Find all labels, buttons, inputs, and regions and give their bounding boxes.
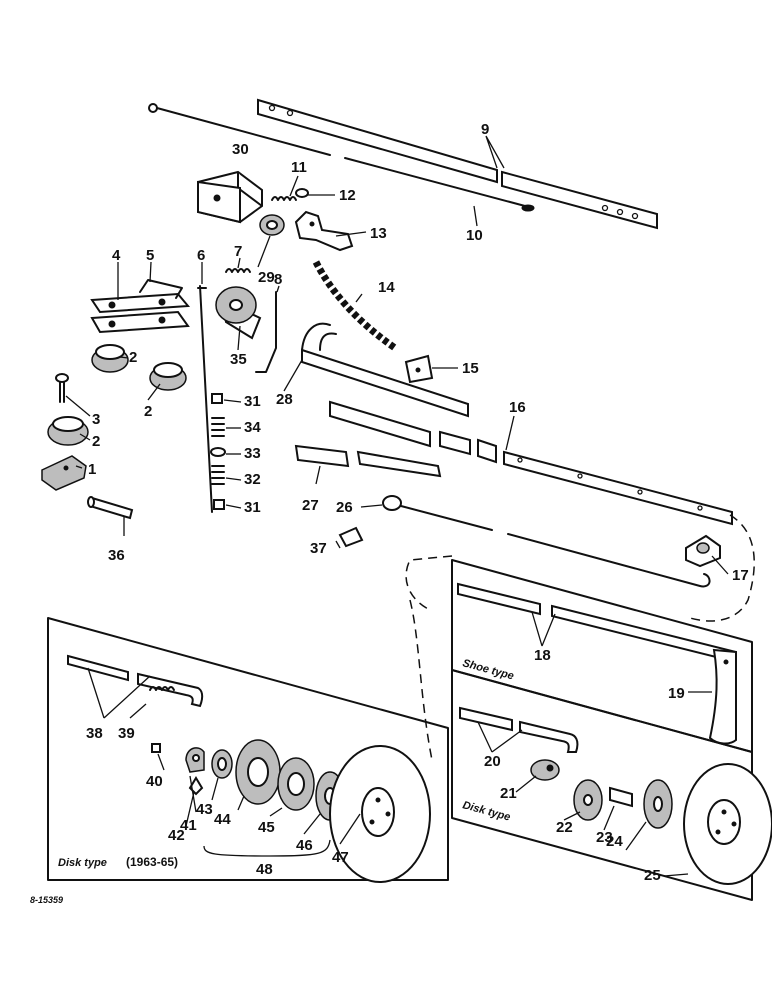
part-label: 15: [462, 360, 479, 377]
part-label: 40: [146, 773, 163, 790]
part-label: 45: [258, 819, 275, 836]
part-label: 21: [500, 785, 517, 802]
part-label: 31: [244, 499, 261, 516]
part-label: 35: [230, 351, 247, 368]
disk-type-panel-left: [47, 617, 449, 883]
part-14-chain: [312, 260, 398, 351]
part-11-spring: [271, 196, 297, 201]
disk-years-caption: (1963-65): [126, 855, 178, 869]
part-label: 34: [244, 419, 261, 436]
part-26-rod: [382, 495, 711, 588]
figure-code: 8-15359: [30, 895, 63, 905]
part-36-pin: [87, 496, 134, 520]
part-label: 24: [606, 833, 623, 850]
part-32-spring: [211, 465, 225, 485]
part-label: 16: [509, 399, 526, 416]
part-label: 47: [332, 849, 349, 866]
leader-lines: [65, 135, 729, 877]
part-16-bar: [503, 450, 733, 526]
part-label: 12: [339, 187, 356, 204]
part-30-bracket: [197, 170, 263, 224]
part-label: 2: [92, 433, 100, 450]
part-13-bracket: [294, 210, 354, 252]
part-label: 2: [129, 349, 137, 366]
part-9-bar: [257, 98, 658, 230]
part-10-rod: [148, 103, 535, 212]
part-3-pin: [55, 373, 69, 403]
part-label: 6: [197, 247, 205, 264]
part-label: 13: [370, 225, 387, 242]
part-27-plate-left: [294, 444, 350, 468]
part-label: 48: [256, 861, 273, 878]
part-12-nut: [295, 188, 309, 198]
part-31-nut-bottom: [213, 499, 225, 510]
part-label: 20: [484, 753, 501, 770]
part-label: 32: [244, 471, 261, 488]
part-31-nut-top: [211, 393, 223, 404]
part-label: 3: [92, 411, 100, 428]
part-label: 19: [668, 685, 685, 702]
part-27-block-b: [477, 438, 497, 464]
part-label: 18: [534, 647, 551, 664]
part-label: 31: [244, 393, 261, 410]
part-label: 7: [234, 243, 242, 260]
part-37-pin: [338, 526, 364, 548]
part-27-plate-right: [356, 450, 442, 478]
part-label: 25: [644, 867, 661, 884]
part-34-spring: [211, 417, 225, 437]
part-label: 8: [274, 271, 282, 288]
part-2-bearing-b: [149, 362, 187, 391]
part-35-pulley: [215, 286, 262, 340]
part-label: 11: [291, 159, 307, 176]
dashed-outline: [405, 514, 755, 761]
part-8-lever: [255, 291, 277, 373]
part-label: 27: [302, 497, 319, 514]
part-label: 14: [378, 279, 395, 296]
part-label: 39: [118, 725, 135, 742]
part-33-washer: [210, 447, 226, 457]
part-27-block-a: [439, 430, 471, 456]
part-label: 33: [244, 445, 261, 462]
part-label: 22: [556, 819, 573, 836]
part-2-bearing-c: [47, 416, 89, 446]
part-label: 37: [310, 540, 327, 557]
disk-type-panel-right: [451, 669, 772, 901]
disk-type-caption-right: Disk type: [461, 799, 511, 823]
part-label: 5: [146, 247, 154, 264]
part-7-spring: [225, 268, 251, 273]
part-label: 17: [732, 567, 749, 584]
part-label: 23: [596, 829, 613, 846]
part-labels: 1 2 2 2 3 4 5 6 7 8 9 10 11 12 13 14 15 …: [86, 121, 749, 884]
part-label: 30: [232, 141, 249, 158]
part-label: 41: [180, 817, 197, 834]
part-label: 42: [168, 827, 185, 844]
part-label: 43: [196, 801, 213, 818]
part-label: 26: [336, 499, 353, 516]
disk-type-caption-left: Disk type: [58, 857, 107, 869]
part-label: 10: [466, 227, 483, 244]
part-label: 1: [88, 461, 96, 478]
part-17-bracket: [685, 534, 721, 568]
part-28-arm: [301, 322, 469, 418]
part-2-bearing-a: [91, 344, 129, 373]
part-label: 44: [214, 811, 231, 828]
part-label: 2: [144, 403, 152, 420]
part-4-plates: [90, 292, 191, 334]
shoe-type-caption: Shoe type: [461, 657, 515, 682]
part-label: 28: [276, 391, 293, 408]
part-6-rod: [197, 285, 213, 513]
part-label: 4: [112, 247, 121, 264]
part-5-ubolt: [139, 279, 183, 299]
part-label: 46: [296, 837, 313, 854]
part-label: 9: [481, 121, 489, 138]
part-label: 36: [108, 547, 125, 564]
part-label: 29: [258, 269, 275, 286]
part-29-pulley: [259, 214, 285, 236]
part-1-clamp: [41, 455, 87, 491]
part-label: 38: [86, 725, 103, 742]
shoe-type-panel: [451, 559, 753, 753]
part-27-bar-upper: [329, 400, 431, 448]
part-15-clip: [404, 354, 434, 384]
